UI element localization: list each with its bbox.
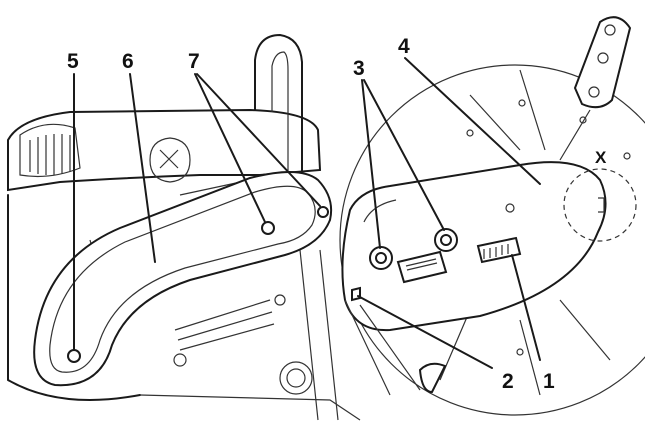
cutting-blade xyxy=(339,64,645,416)
leader-3a xyxy=(361,79,381,249)
engine-housing xyxy=(7,108,361,421)
callout-x: X xyxy=(595,148,607,167)
front-handle xyxy=(254,34,339,421)
callout-7: 7 xyxy=(188,50,200,73)
blade-guard-cover xyxy=(341,161,637,396)
leader-1 xyxy=(511,254,541,361)
callout-1: 1 xyxy=(543,370,555,393)
leader-7a xyxy=(194,73,266,223)
callout-4: 4 xyxy=(398,35,410,58)
callout-6: 6 xyxy=(122,50,134,73)
leader-7b xyxy=(196,73,321,207)
leader-2 xyxy=(357,295,493,369)
curved-guard-plate xyxy=(33,170,333,387)
leader-6 xyxy=(129,73,156,263)
leader-3b xyxy=(363,79,445,231)
callout-labels: 5 6 7 3 4 X 2 1 xyxy=(67,35,607,393)
leader-4 xyxy=(404,57,541,185)
callout-5: 5 xyxy=(67,50,79,73)
leader-lines xyxy=(73,57,541,369)
blade-arm xyxy=(573,16,632,109)
callout-3: 3 xyxy=(353,57,365,80)
callout-2: 2 xyxy=(502,370,514,393)
